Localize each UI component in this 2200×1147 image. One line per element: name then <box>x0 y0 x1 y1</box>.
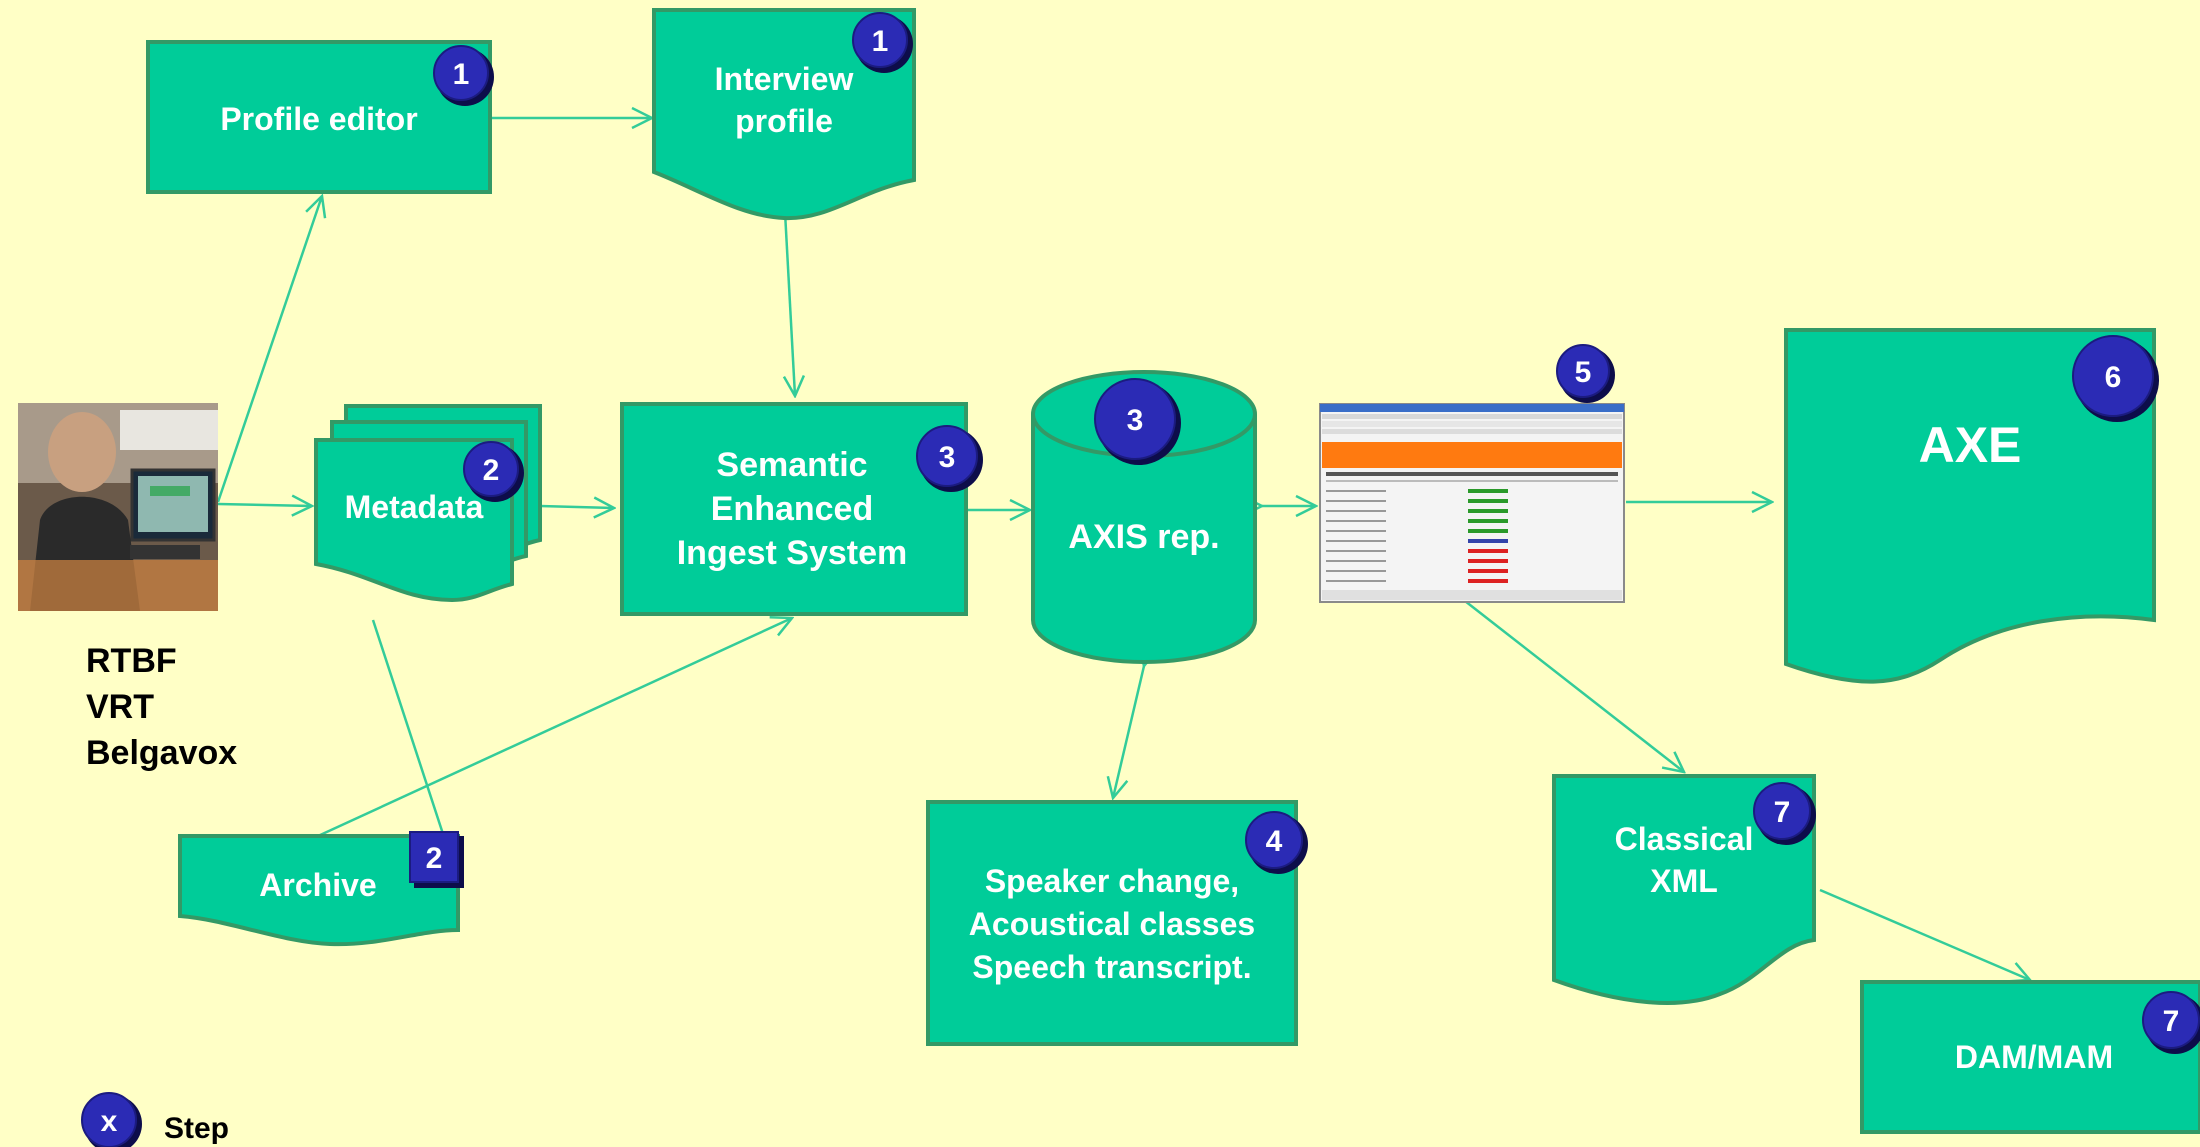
monitoring-screenshot-thumbnail <box>1319 403 1625 603</box>
screenshot-table-rows <box>1326 489 1508 583</box>
step-badge-axe: 6 <box>2072 335 2159 422</box>
step-number: 1 <box>453 58 470 91</box>
speaker-analysis-box: Speaker change, Acoustical classes Speec… <box>926 800 1298 1046</box>
step-number: 7 <box>1774 796 1791 829</box>
metadata-label: Metadata <box>345 489 484 525</box>
step-number: 7 <box>2163 1005 2180 1038</box>
dam-mam-label: DAM/MAM <box>1955 1039 2113 1075</box>
step-number: 2 <box>483 454 500 487</box>
speaker-label-line-2: Acoustical classes <box>969 906 1255 942</box>
interview-profile-label-line-1: Interview <box>715 61 854 97</box>
axe-document: AXE <box>1784 328 2156 684</box>
classical-xml-document: Classical XML <box>1552 774 1816 1005</box>
step-badge-archive: 2 <box>409 831 464 888</box>
step-number: 1 <box>872 25 889 58</box>
archive-label: Archive <box>259 867 376 903</box>
step-badge-classical-xml: 7 <box>1753 782 1816 845</box>
interview-profile-label-line-2: profile <box>735 103 833 139</box>
speaker-label-line-1: Speaker change, <box>985 863 1239 899</box>
connectors <box>216 118 2030 980</box>
arrow-interview-profile-to-seis <box>785 211 795 396</box>
legend: x Step <box>81 1092 229 1147</box>
step-badge-screenshot: 5 <box>1556 344 1615 403</box>
step-badge-seis: 3 <box>916 425 983 492</box>
step-badge-profile-editor: 1 <box>433 45 494 106</box>
arrow-person-to-profile-editor <box>216 196 322 503</box>
step-badge-axis: 3 <box>1094 378 1181 465</box>
step-number: 4 <box>1266 825 1283 858</box>
interview-profile-document: Interview profile <box>652 8 916 221</box>
profile-editor-box: Profile editor <box>146 40 492 194</box>
seis-label-line-3: Ingest System <box>677 534 908 572</box>
classical-xml-label-line-2: XML <box>1650 863 1718 899</box>
profile-editor-label: Profile editor <box>220 101 417 137</box>
seis-label-line-2: Enhanced <box>711 490 873 528</box>
dam-mam-box: DAM/MAM <box>1860 980 2200 1134</box>
axis-label: AXIS rep. <box>1068 518 1219 556</box>
step-badge-speaker: 4 <box>1245 811 1308 874</box>
broadcaster-rtbf: RTBF <box>86 642 177 680</box>
arrow-person-to-metadata <box>217 504 312 506</box>
operator-photo <box>18 403 218 611</box>
speaker-label-line-3: Speech transcript. <box>972 949 1251 985</box>
arrow-archive-to-seis <box>317 618 792 838</box>
arrow-metadata-to-seis <box>539 506 614 508</box>
legend-symbol: x <box>101 1105 118 1138</box>
step-badge-dam-mam: 7 <box>2142 991 2200 1054</box>
arrow-axis-to-speaker <box>1113 666 1144 798</box>
legend-label: Step <box>164 1112 229 1145</box>
arrow-classical-xml-to-dam-mam <box>1819 888 2030 980</box>
step-number: 5 <box>1575 356 1592 389</box>
broadcaster-vrt: VRT <box>86 688 154 726</box>
step-number: 3 <box>939 441 956 474</box>
broadcaster-belgavox: Belgavox <box>86 734 237 772</box>
arrow-screenshot-to-classical-xml <box>1464 600 1684 772</box>
semantic-enhanced-ingest-system-box: Semantic Enhanced Ingest System <box>620 402 968 616</box>
step-number: 3 <box>1127 404 1144 437</box>
classical-xml-label-line-1: Classical <box>1615 821 1754 857</box>
step-number: 6 <box>2105 361 2122 394</box>
step-number: 2 <box>426 842 443 875</box>
line-metadata-to-archive <box>371 619 445 835</box>
archive-document: Archive <box>178 834 460 947</box>
step-badge-interview-profile: 1 <box>852 12 913 73</box>
metadata-document-stack: Metadata <box>314 404 542 603</box>
step-badge-metadata: 2 <box>463 441 524 502</box>
broadcaster-list: RTBF VRT Belgavox <box>86 642 237 772</box>
seis-label-line-1: Semantic <box>716 446 867 484</box>
axe-label: AXE <box>1919 417 2022 473</box>
